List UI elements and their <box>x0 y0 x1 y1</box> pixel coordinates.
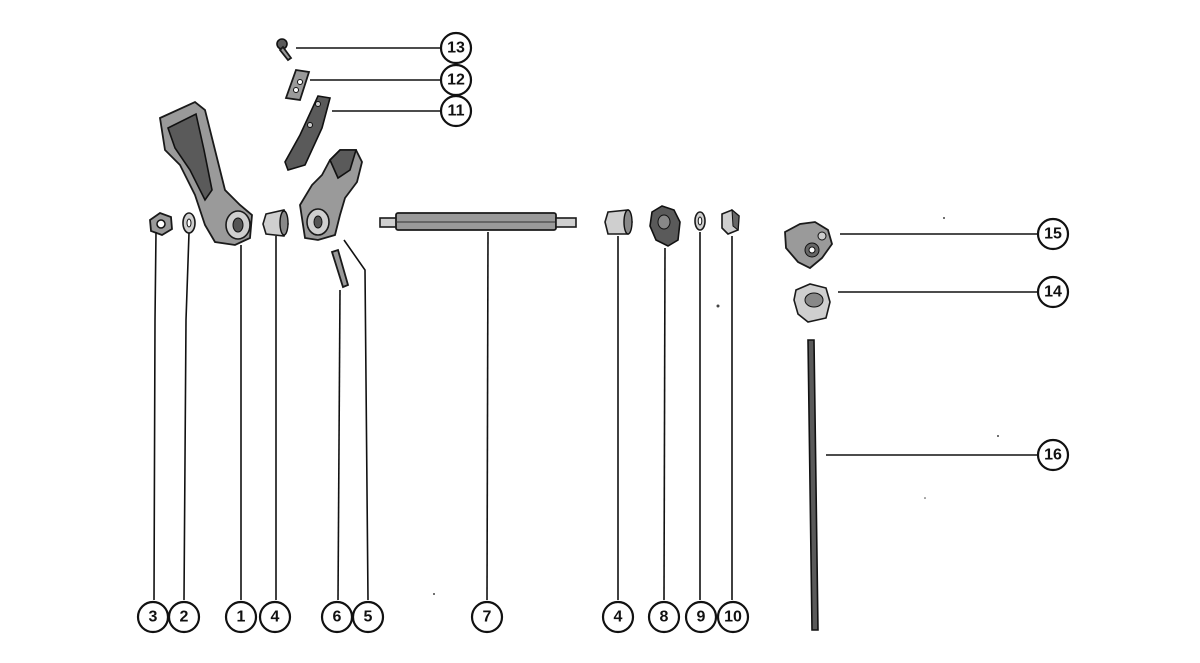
svg-text:10: 10 <box>724 609 742 626</box>
callout-9: 9 <box>684 600 718 634</box>
svg-text:14: 14 <box>1044 284 1062 301</box>
callout-6: 6 <box>320 600 354 634</box>
part-3-nut <box>149 211 173 236</box>
callout-4-right: 4 <box>601 600 635 634</box>
svg-text:2: 2 <box>180 609 189 626</box>
svg-text:1: 1 <box>237 609 246 626</box>
callout-3: 3 <box>136 600 170 634</box>
callout-10: 10 <box>716 600 750 634</box>
callout-13: 13 <box>439 31 473 65</box>
callout-12: 12 <box>439 63 473 97</box>
callout-1: 1 <box>224 600 258 634</box>
part-9-washer <box>694 211 706 231</box>
part-6-pin <box>330 248 350 289</box>
svg-text:3: 3 <box>149 609 158 626</box>
part-12-plate <box>284 68 311 101</box>
leader-lines <box>153 47 1037 601</box>
part-15-fitting <box>784 221 833 270</box>
part-1-swivel-bracket <box>159 100 253 246</box>
svg-text:16: 16 <box>1044 447 1062 464</box>
part-2-washer <box>182 212 196 234</box>
part-5-clamp-bracket <box>299 149 363 241</box>
scan-specks <box>433 217 999 595</box>
svg-text:6: 6 <box>333 609 342 626</box>
callout-5: 5 <box>351 600 385 634</box>
callout-11: 11 <box>439 94 473 128</box>
callout-8: 8 <box>647 600 681 634</box>
svg-text:12: 12 <box>447 72 465 89</box>
part-4-bushing-right <box>604 209 633 235</box>
part-10-nut <box>721 208 740 235</box>
part-16-rod <box>807 339 819 631</box>
part-14-collar <box>793 283 831 323</box>
svg-text:4: 4 <box>614 609 623 626</box>
svg-text:11: 11 <box>448 103 465 120</box>
svg-text:7: 7 <box>483 609 492 626</box>
part-7-shaft <box>379 212 577 231</box>
callout-2: 2 <box>167 600 201 634</box>
svg-text:13: 13 <box>447 40 465 57</box>
part-4-bushing-left <box>262 209 289 237</box>
callout-4-left: 4 <box>258 600 292 634</box>
callout-7: 7 <box>470 600 504 634</box>
callout-15: 15 <box>1036 217 1070 251</box>
svg-text:4: 4 <box>271 609 280 626</box>
svg-text:5: 5 <box>364 609 373 626</box>
part-11-lever <box>284 95 331 171</box>
callout-14: 14 <box>1036 275 1070 309</box>
svg-text:8: 8 <box>660 609 669 626</box>
svg-text:15: 15 <box>1044 226 1062 243</box>
part-8-swivel-head <box>649 205 681 247</box>
part-13-screw <box>276 38 293 62</box>
svg-text:9: 9 <box>697 609 706 626</box>
callout-16: 16 <box>1036 438 1070 472</box>
